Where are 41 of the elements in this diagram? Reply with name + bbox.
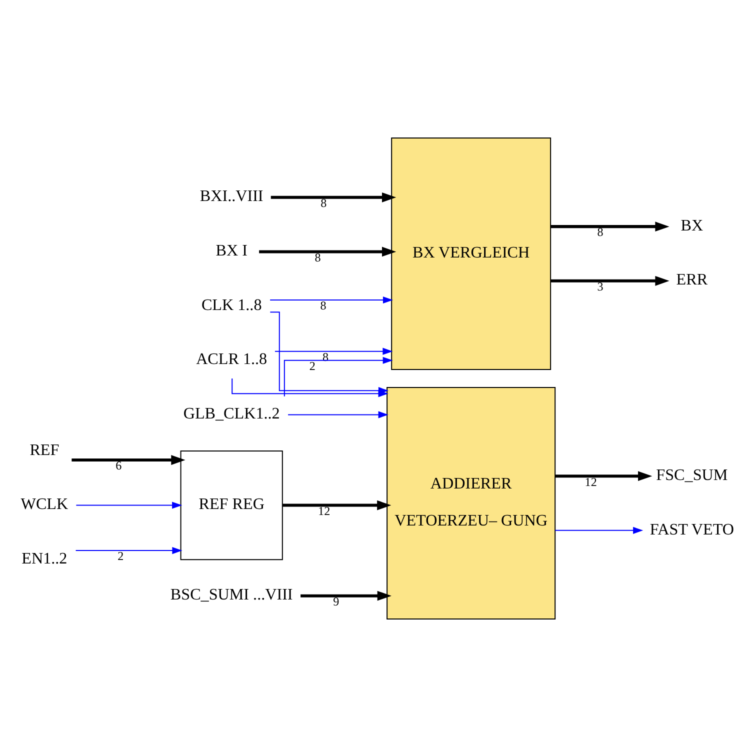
arrow bbox=[550, 275, 670, 286]
node-text: BSC_SUMI ...VIII bbox=[170, 586, 293, 604]
node-text: ACLR 1..8 bbox=[196, 350, 268, 368]
edge-label: 8 bbox=[597, 224, 604, 239]
arrow bbox=[76, 546, 182, 554]
node-text: BX I bbox=[216, 242, 248, 260]
arrow bbox=[288, 410, 388, 418]
edge-label: 6 bbox=[116, 458, 122, 472]
node-text: EN1..2 bbox=[22, 550, 68, 567]
edge-label: 8 bbox=[314, 250, 321, 264]
arrow bbox=[270, 192, 396, 202]
node-text: CLK 1..8 bbox=[201, 296, 262, 314]
arrow bbox=[274, 347, 393, 354]
edge-label: 8 bbox=[320, 196, 327, 210]
node-box: REF REG bbox=[180, 450, 283, 560]
arrow bbox=[76, 501, 182, 508]
edge-label: 8 bbox=[320, 298, 326, 312]
node-text: WCLK bbox=[20, 496, 68, 513]
node-text: REF bbox=[30, 441, 60, 458]
edge-label: 3 bbox=[597, 279, 604, 294]
arrow bbox=[72, 454, 186, 464]
arrow bbox=[550, 221, 670, 232]
edge-label: 2 bbox=[309, 358, 316, 373]
arrow bbox=[555, 526, 644, 534]
arrow bbox=[259, 246, 396, 256]
node-text: BXI..VIII bbox=[200, 188, 264, 205]
edge-label: 12 bbox=[584, 474, 597, 488]
edge-label: 2 bbox=[118, 548, 124, 563]
node-box: ADDIERER VETOERZEU– GUNG bbox=[386, 386, 556, 619]
node-text: FAST VETO bbox=[650, 520, 734, 538]
arrow bbox=[282, 500, 392, 510]
node-text: ERR bbox=[676, 271, 708, 288]
node-text: GLB_CLK1..2 bbox=[183, 405, 280, 422]
arrow bbox=[300, 590, 392, 600]
arrow bbox=[270, 296, 394, 304]
node-text: BX bbox=[680, 216, 704, 234]
edge-label: 12 bbox=[318, 503, 330, 518]
node-text: FSC_SUM bbox=[656, 466, 728, 484]
arrow bbox=[555, 470, 652, 481]
node-box: BX VERGLEICH bbox=[391, 137, 552, 370]
edge-label: 9 bbox=[333, 594, 340, 608]
